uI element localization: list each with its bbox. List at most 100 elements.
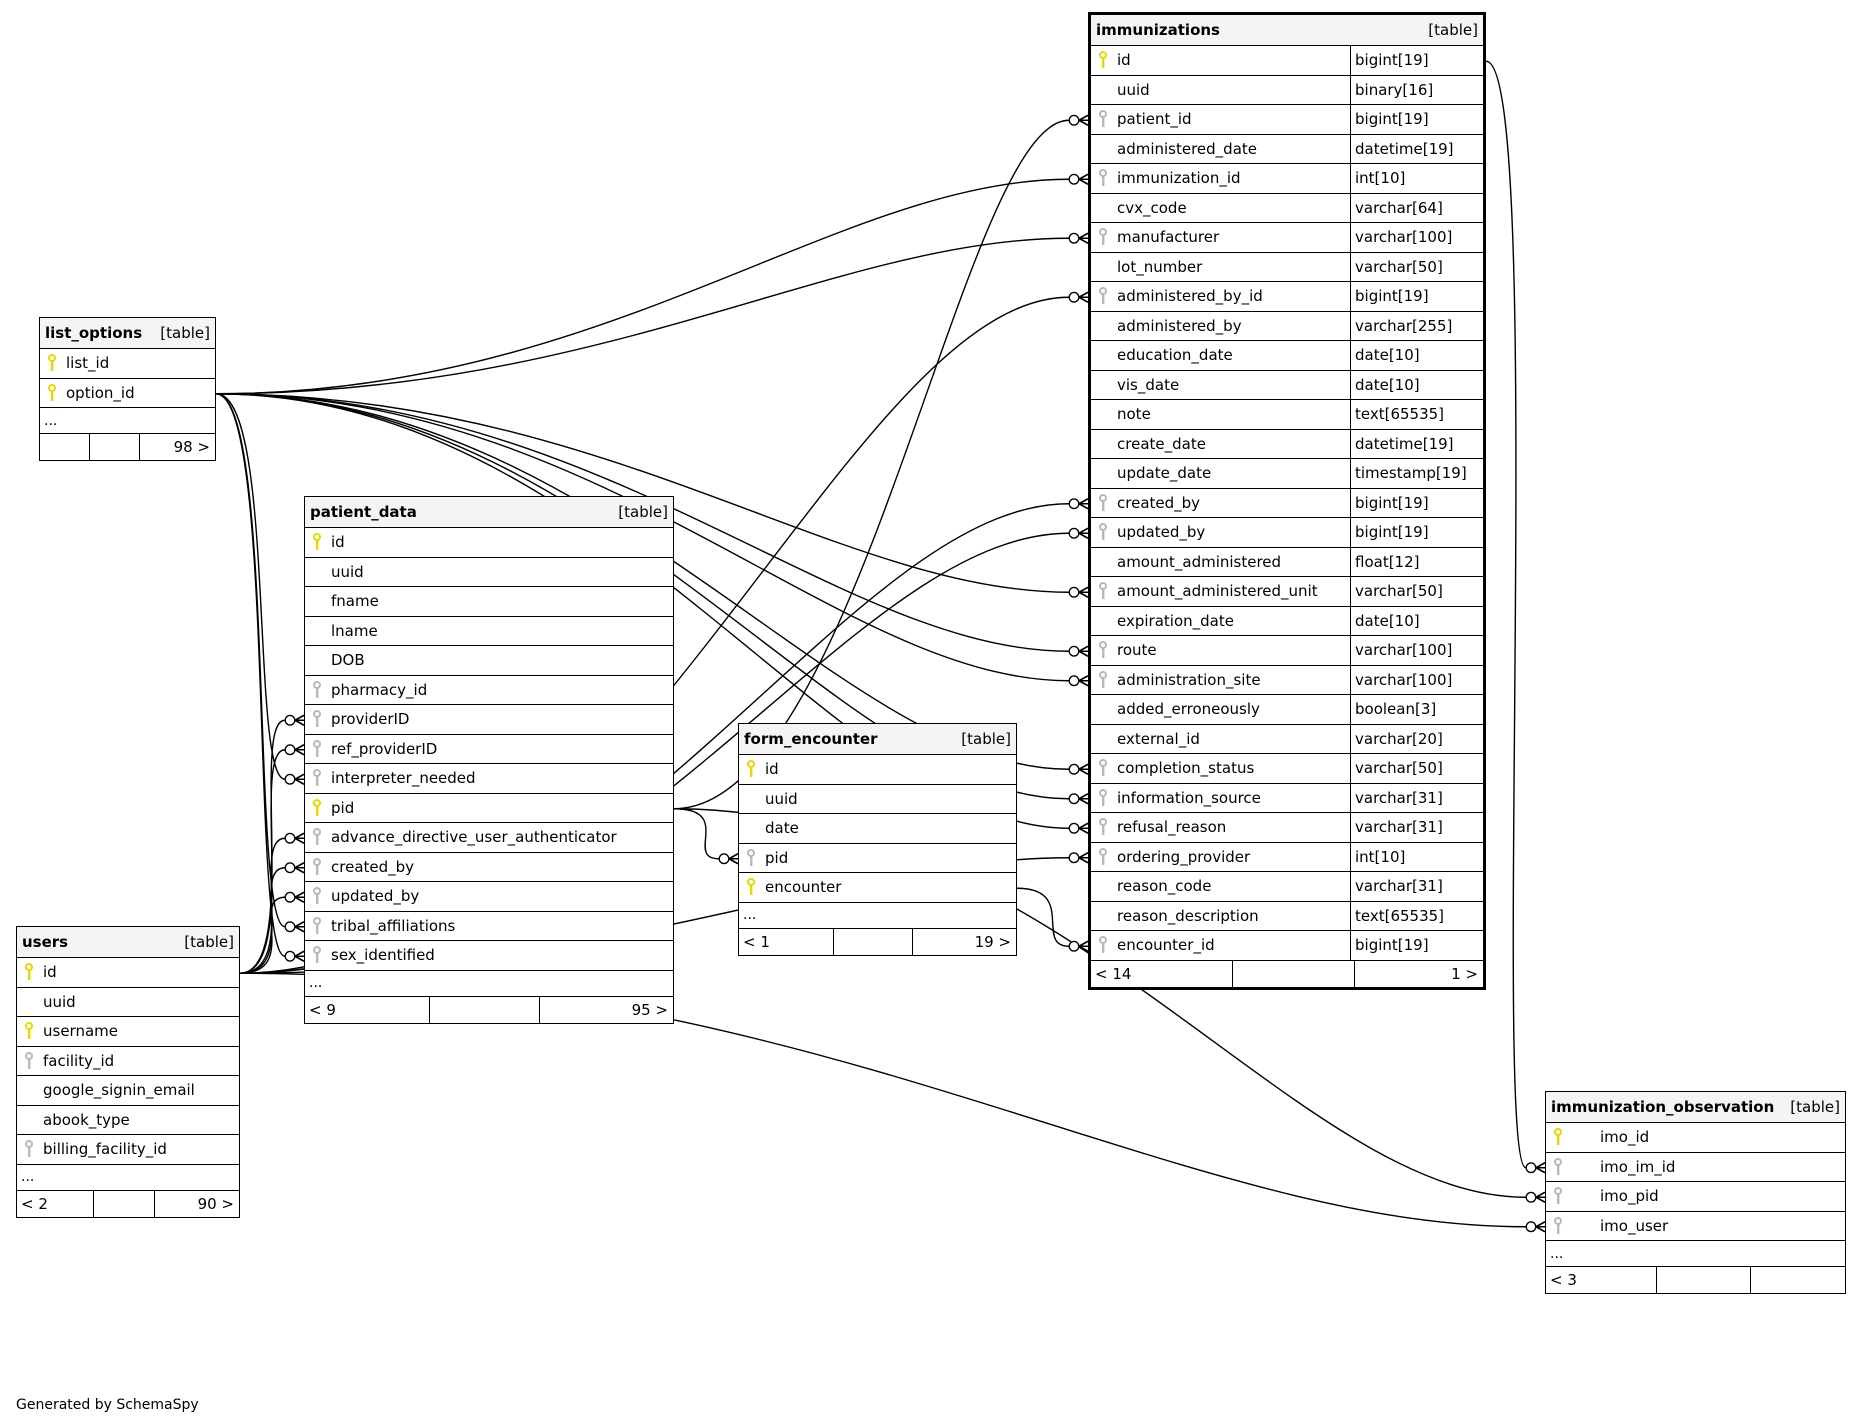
column-name[interactable]: updated_by <box>1117 523 1206 542</box>
column-name[interactable]: administered_date <box>1117 139 1258 158</box>
table-header[interactable]: list_options[table] <box>40 318 215 349</box>
column-row[interactable]: lname <box>305 617 673 646</box>
column-row[interactable]: uuid <box>305 558 673 587</box>
column-name[interactable]: uuid <box>1117 80 1150 99</box>
column-name[interactable]: option_id <box>66 383 135 402</box>
column-name[interactable]: information_source <box>1117 788 1261 807</box>
column-name[interactable]: create_date <box>1117 434 1206 453</box>
children-count-link[interactable]: 95 > <box>631 1000 668 1019</box>
column-name[interactable]: encounter_id <box>1117 936 1215 955</box>
table-name[interactable]: form_encounter <box>744 730 878 748</box>
column-row[interactable]: pharmacy_id <box>305 676 673 705</box>
column-name[interactable]: pid <box>765 848 789 867</box>
column-row[interactable]: username <box>17 1017 239 1047</box>
column-name[interactable]: completion_status <box>1117 759 1255 778</box>
column-name[interactable]: advance_directive_user_authenticator <box>331 828 617 847</box>
column-name[interactable]: created_by <box>331 857 415 876</box>
table-header[interactable]: form_encounter[table] <box>739 724 1016 755</box>
column-name[interactable]: created_by <box>1117 493 1201 512</box>
column-name[interactable]: id <box>765 760 779 779</box>
column-row[interactable]: providerID <box>305 705 673 735</box>
column-row[interactable]: imo_id <box>1546 1123 1845 1153</box>
column-row[interactable]: DOB <box>305 646 673 676</box>
column-name[interactable]: billing_facility_id <box>43 1140 167 1159</box>
column-name[interactable]: refusal_reason <box>1117 818 1227 837</box>
column-row[interactable]: imo_user <box>1546 1212 1845 1241</box>
table-name[interactable]: immunization_observation <box>1551 1098 1775 1116</box>
column-name[interactable]: tribal_affiliations <box>331 916 456 935</box>
column-name[interactable]: imo_user <box>1600 1216 1669 1235</box>
column-row[interactable]: pid <box>739 844 1016 873</box>
column-row[interactable]: google_signin_email <box>17 1076 239 1106</box>
column-row[interactable]: imo_pid <box>1546 1182 1845 1212</box>
column-row[interactable]: interpreter_needed <box>305 764 673 794</box>
table-header[interactable]: users[table] <box>17 927 239 958</box>
column-name[interactable]: fname <box>331 592 379 611</box>
column-name[interactable]: imo_id <box>1600 1128 1650 1147</box>
parents-count-link[interactable] <box>40 434 90 460</box>
column-row[interactable]: updated_by <box>305 882 673 912</box>
column-name[interactable]: ref_providerID <box>331 739 438 758</box>
column-name[interactable]: pharmacy_id <box>331 680 428 699</box>
column-name[interactable]: lname <box>331 621 378 640</box>
parents-count-link[interactable]: < 14 <box>1091 960 1233 987</box>
table-name[interactable]: users <box>22 933 69 951</box>
column-name[interactable]: reason_description <box>1117 906 1259 925</box>
column-name[interactable]: lot_number <box>1117 257 1203 276</box>
column-row[interactable]: id <box>305 528 673 558</box>
column-name[interactable]: uuid <box>331 562 364 581</box>
children-count-link[interactable]: 90 > <box>197 1194 234 1213</box>
column-row[interactable]: list_id <box>40 349 215 379</box>
table-header[interactable]: immunization_observation[table] <box>1546 1092 1845 1123</box>
column-name[interactable]: interpreter_needed <box>331 769 476 788</box>
column-name[interactable]: update_date <box>1117 464 1212 483</box>
column-name[interactable]: list_id <box>66 354 110 373</box>
column-name[interactable]: administered_by <box>1117 316 1242 335</box>
table-header[interactable]: immunizations[table] <box>1091 15 1483 46</box>
column-name[interactable]: updated_by <box>331 887 420 906</box>
column-name[interactable]: cvx_code <box>1117 198 1187 217</box>
parents-count-link[interactable]: < 2 <box>17 1190 94 1217</box>
column-name[interactable]: id <box>331 533 345 552</box>
column-name[interactable]: ordering_provider <box>1117 847 1251 866</box>
column-name[interactable]: uuid <box>765 789 798 808</box>
table-name[interactable]: patient_data <box>310 503 417 521</box>
column-row[interactable]: abook_type <box>17 1106 239 1135</box>
table-name[interactable]: immunizations <box>1096 21 1220 39</box>
column-row[interactable]: ref_providerID <box>305 735 673 764</box>
column-name[interactable]: sex_identified <box>331 946 435 965</box>
children-count-link[interactable] <box>1751 1267 1845 1293</box>
column-row[interactable]: date <box>739 814 1016 844</box>
column-name[interactable]: patient_id <box>1117 110 1192 129</box>
column-name[interactable]: administered_by_id <box>1117 287 1263 306</box>
column-name[interactable]: reason_code <box>1117 877 1212 896</box>
parents-count-link[interactable]: < 1 <box>739 928 834 955</box>
column-row[interactable]: facility_id <box>17 1047 239 1076</box>
column-name[interactable]: imo_pid <box>1600 1187 1659 1206</box>
